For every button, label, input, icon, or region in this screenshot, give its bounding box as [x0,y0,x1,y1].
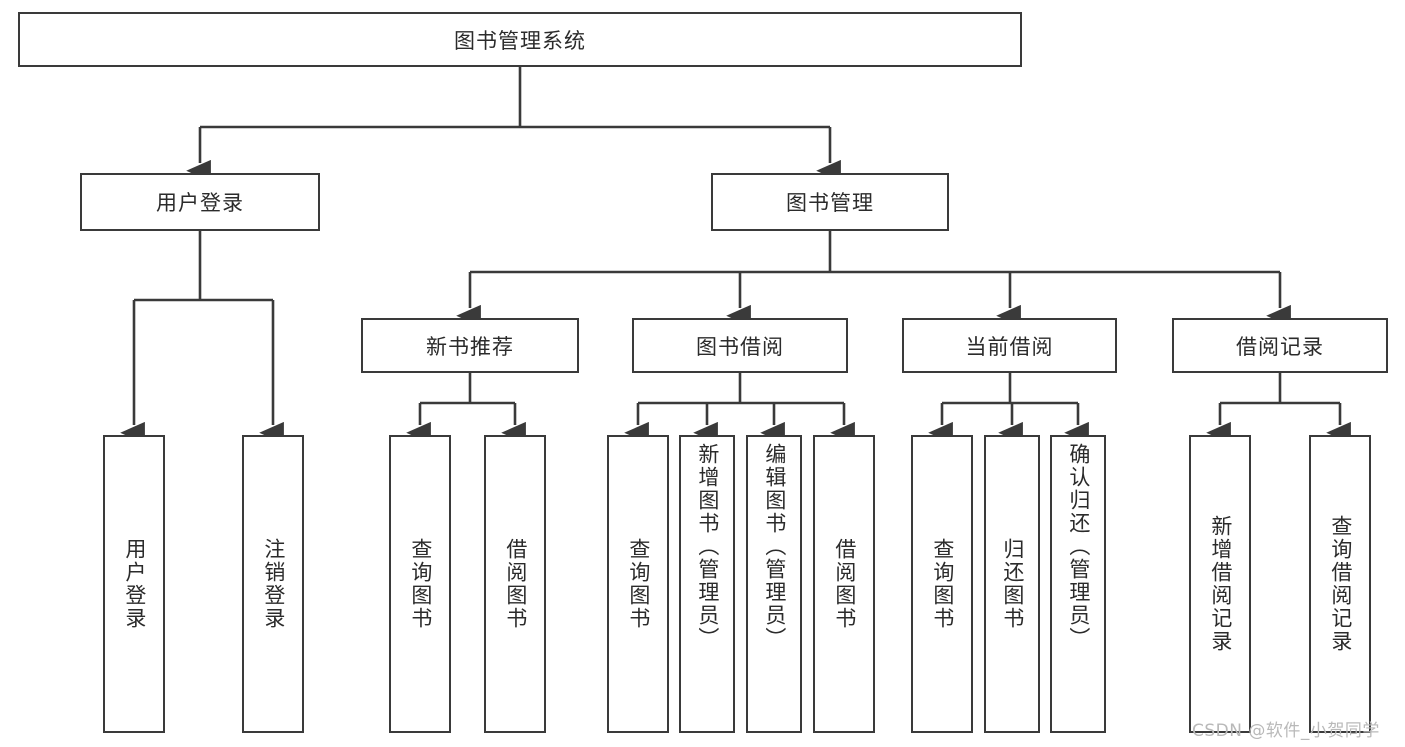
node-book-borrow[interactable]: 图书借阅 [632,318,848,373]
node-label: 新书推荐 [426,334,514,359]
node-new-book-recommend[interactable]: 新书推荐 [361,318,579,373]
leaf-user-logout[interactable]: 注销登录 [242,435,304,733]
node-label: 查询图书 [408,538,433,630]
node-label: 编辑图书（管理员） [762,443,787,650]
node-label: 借阅图书 [832,538,857,630]
node-label: 查询图书 [930,538,955,630]
node-label: 用户登录 [156,191,244,215]
node-root[interactable]: 图书管理系统 [18,12,1022,67]
node-label: 注销登录 [261,538,286,630]
node-label: 查询图书 [626,538,651,630]
node-label: 新增图书（管理员） [695,443,720,650]
leaf-query-book-recommend[interactable]: 查询图书 [389,435,451,733]
node-label: 新增借阅记录 [1208,515,1233,653]
node-current-borrow[interactable]: 当前借阅 [902,318,1117,373]
leaf-query-book-borrow[interactable]: 查询图书 [607,435,669,733]
node-label: 图书管理 [786,191,874,215]
node-label: 借阅图书 [503,538,528,630]
leaf-query-borrow-record[interactable]: 查询借阅记录 [1309,435,1371,733]
leaf-edit-book-admin[interactable]: 编辑图书（管理员） [746,435,802,733]
node-label: 图书管理系统 [454,28,586,53]
node-label: 图书借阅 [696,334,784,359]
node-borrow-record[interactable]: 借阅记录 [1172,318,1388,373]
node-label: 查询借阅记录 [1328,515,1353,653]
leaf-return-book[interactable]: 归还图书 [984,435,1040,733]
node-book-management[interactable]: 图书管理 [711,173,949,231]
node-label: 借阅记录 [1236,334,1324,359]
leaf-add-book-admin[interactable]: 新增图书（管理员） [679,435,735,733]
watermark-text: CSDN @软件_小贺同学 [1192,721,1380,741]
leaf-query-book-current[interactable]: 查询图书 [911,435,973,733]
leaf-user-login[interactable]: 用户登录 [103,435,165,733]
node-label: 当前借阅 [965,334,1054,359]
leaf-lend-book[interactable]: 借阅图书 [813,435,875,733]
node-label: 确认归还（管理员） [1066,443,1091,650]
leaf-borrow-book-recommend[interactable]: 借阅图书 [484,435,546,733]
node-label: 用户登录 [122,538,147,630]
leaf-confirm-return-admin[interactable]: 确认归还（管理员） [1050,435,1106,733]
node-user-login[interactable]: 用户登录 [80,173,320,231]
node-label: 归还图书 [1000,538,1025,630]
leaf-add-borrow-record[interactable]: 新增借阅记录 [1189,435,1251,733]
